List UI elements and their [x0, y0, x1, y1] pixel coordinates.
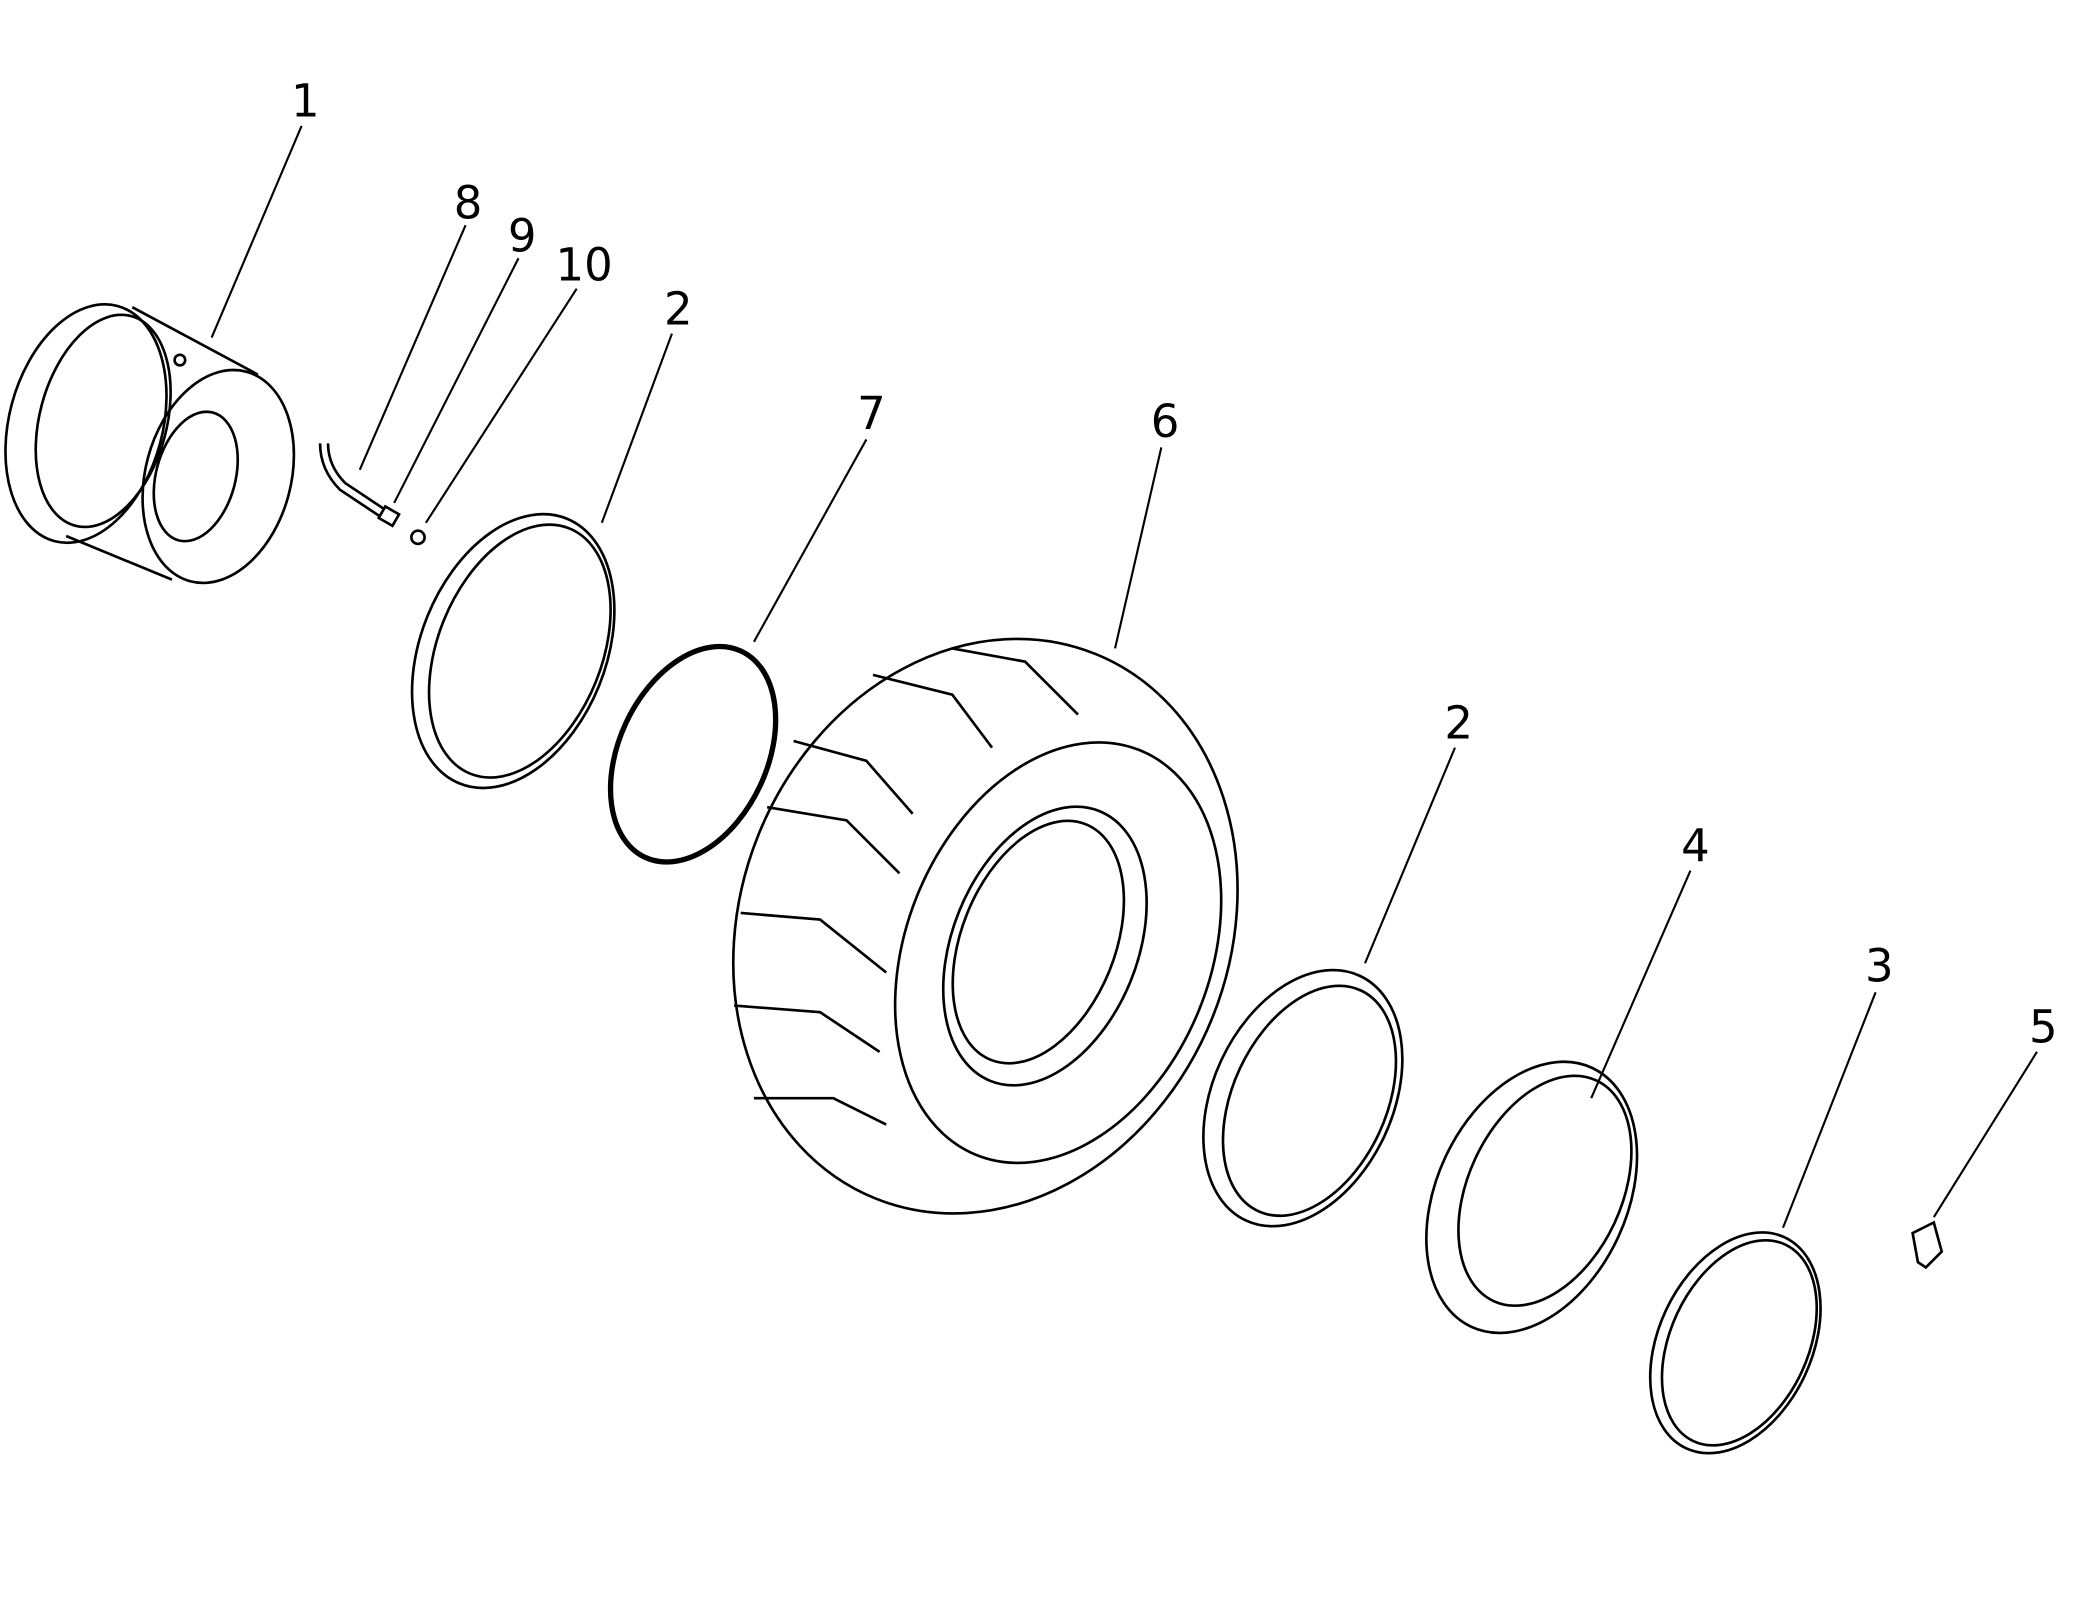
callout-10: 10: [556, 239, 613, 292]
callout-1: 1: [291, 75, 320, 128]
rim: [4, 303, 296, 585]
callout-3: 3: [1865, 940, 1894, 993]
tire: [731, 637, 1239, 1215]
leader-lines: [210, 125, 2038, 1229]
side-ring-inner: [410, 512, 616, 790]
callout-6: 6: [1151, 395, 1180, 448]
flange-ring: [1425, 1060, 1639, 1335]
callout-9: 9: [508, 210, 537, 263]
callout-2-outer: 2: [1444, 696, 1473, 749]
callout-8: 8: [454, 177, 483, 230]
callout-4: 4: [1681, 819, 1710, 872]
lock-key: [1911, 1220, 1944, 1270]
lock-ring: [1648, 1231, 1822, 1455]
callout-2-inner: 2: [664, 282, 693, 335]
o-ring: [607, 643, 779, 865]
callout-5: 5: [2029, 1001, 2058, 1054]
callout-7: 7: [857, 387, 886, 440]
valve-assembly: [318, 443, 426, 546]
side-ring-outer: [1202, 968, 1404, 1228]
